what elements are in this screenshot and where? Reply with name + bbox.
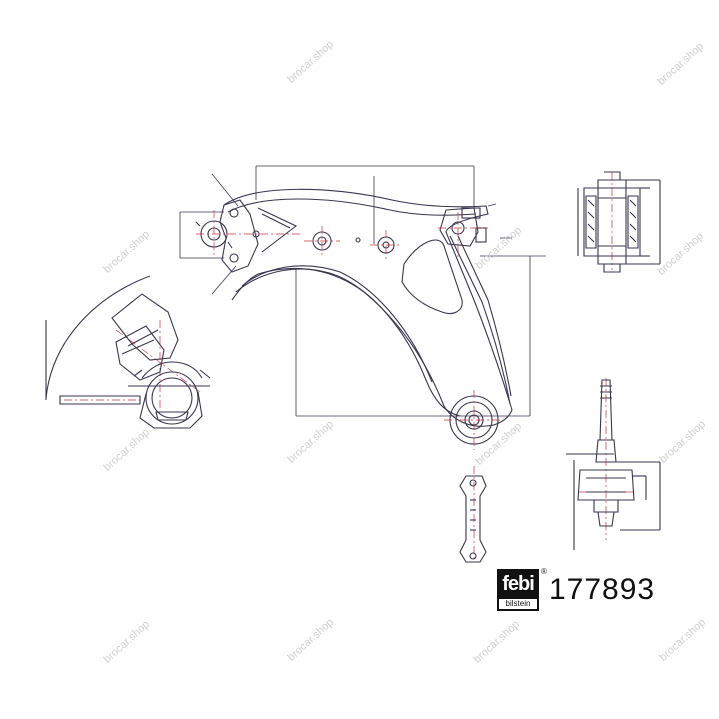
part-number: 177893 — [549, 573, 656, 606]
ball-joint-view — [45, 275, 211, 429]
bushing-section-view — [577, 171, 661, 273]
dimension-lines — [179, 165, 546, 417]
centerlines — [64, 172, 636, 560]
logo-main-text: febi — [499, 571, 537, 599]
bushing-link-view — [459, 475, 487, 563]
logo-sub-text: bilstein — [505, 599, 531, 608]
febi-bilstein-logo: febi bilstein — [497, 569, 539, 611]
control-arm — [195, 188, 513, 445]
registered-mark: ® — [541, 567, 547, 576]
ball-joint-stud-view — [566, 379, 661, 550]
